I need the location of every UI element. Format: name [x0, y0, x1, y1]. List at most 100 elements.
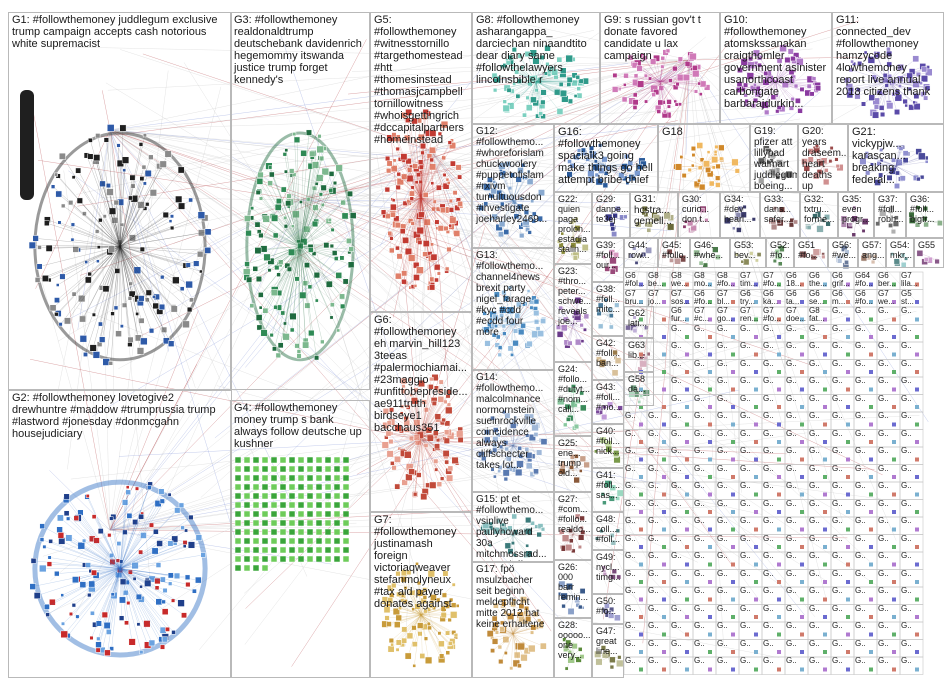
node: [892, 388, 896, 392]
node: [639, 493, 643, 497]
group-label-g44: G44: row...: [628, 240, 655, 260]
node: [731, 668, 735, 672]
group-label-g54: G54: mkr...: [890, 240, 911, 260]
group-panel-g34: G34: #dev heari...: [720, 192, 760, 238]
node: [846, 563, 850, 567]
tiny-group-glyph: G..: [878, 325, 889, 333]
tiny-group-label: G6 try...: [740, 290, 755, 306]
tiny-group-label: G7 bl...: [717, 290, 730, 306]
node: [731, 475, 735, 479]
node: [777, 370, 781, 374]
group-panel-g27: G27: #com... #follo... realdo...: [554, 492, 592, 560]
tiny-group-label: G7 #fo...: [763, 307, 781, 323]
node: [708, 423, 712, 427]
node: [800, 580, 804, 584]
node: [869, 598, 873, 602]
group-label-g43: G43: #foll... #mo...: [596, 382, 621, 412]
tiny-group-glyph: G..: [740, 325, 751, 333]
group-label-g29: G29: danpe... te3ej: [596, 194, 627, 224]
group-label-g13: G13: #followthemo... channel4news brexit…: [476, 250, 551, 338]
group-panel-g8: G8: #followthemoney asharangappa_ darcie…: [472, 12, 600, 124]
node: [731, 580, 735, 584]
tiny-group-glyph: G..: [717, 325, 728, 333]
node: [754, 353, 758, 357]
group-panel-g24: G24: #follo... #dutyt... #nom... call...: [554, 362, 592, 436]
group-panel-g50: G50: #fo...: [592, 594, 624, 624]
tiny-group-label: G6 se...: [809, 290, 824, 306]
group-label-g3: G3: #followthemoney realdonaldtrump deut…: [234, 14, 367, 86]
group-panel-g48: G48: coll... #foll...: [592, 512, 624, 550]
node: [777, 633, 781, 637]
node: [800, 300, 804, 304]
node: [731, 388, 735, 392]
node: [708, 458, 712, 462]
node: [708, 633, 712, 637]
node: [892, 598, 896, 602]
node: [915, 405, 919, 409]
node: [846, 493, 850, 497]
node: [869, 423, 873, 427]
node: [639, 598, 643, 602]
group-label-g58: G58 da...: [628, 374, 651, 394]
tiny-group-label: G6 ka...: [763, 290, 778, 306]
node: [800, 423, 804, 427]
node: [685, 528, 689, 532]
tiny-group-glyph: G..: [901, 325, 912, 333]
node: [846, 510, 850, 514]
group-label-g24: G24: #follo... #dutyt... #nom... call...: [558, 364, 589, 414]
group-panel-g22: G22: quien paga prolon... estadia stalin…: [554, 192, 592, 264]
node: [800, 335, 804, 339]
node: [639, 440, 643, 444]
node: [800, 528, 804, 532]
group-panel-g40: G40: #foll... nick...: [592, 424, 624, 468]
node: [685, 388, 689, 392]
node: [846, 528, 850, 532]
node: [662, 475, 666, 479]
node: [754, 493, 758, 497]
node: [731, 510, 735, 514]
node: [731, 300, 735, 304]
node: [892, 335, 896, 339]
node: [685, 423, 689, 427]
tiny-group-glyph: G..: [832, 325, 843, 333]
node: [685, 440, 689, 444]
group-panel-g37: G37: #foll... robh...: [874, 192, 906, 238]
node: [892, 650, 896, 654]
node: [685, 493, 689, 497]
group-panel-g20: G20: years draseem... heart deaths up fi…: [798, 124, 848, 192]
node: [662, 370, 666, 374]
node: [639, 475, 643, 479]
node: [846, 388, 850, 392]
group-panel-g12: G12: #followthemo... #whoreforislam chuc…: [472, 124, 554, 248]
tiny-group-label: G6 m...: [832, 290, 845, 306]
node: [846, 300, 850, 304]
node: [685, 545, 689, 549]
group-label-g55: G55: [918, 240, 941, 250]
group-label-g25: G25: ene... trump old...: [558, 438, 589, 478]
node: [869, 440, 873, 444]
node: [915, 353, 919, 357]
node: [685, 563, 689, 567]
node: [892, 405, 896, 409]
node: [892, 440, 896, 444]
node: [823, 545, 827, 549]
node: [777, 388, 781, 392]
tiny-group-label: G5 st...: [901, 290, 914, 306]
node: [639, 563, 643, 567]
tiny-group-label: G8 fat...: [809, 307, 825, 323]
node: [823, 650, 827, 654]
tiny-group-label: G6 grif...: [832, 272, 850, 288]
node: [708, 370, 712, 374]
node: [915, 493, 919, 497]
node: [869, 318, 873, 322]
node: [754, 370, 758, 374]
node: [754, 510, 758, 514]
node: [639, 633, 643, 637]
group-panel-g52: G52: #fo...: [766, 238, 794, 268]
tiny-group-glyph: G..: [671, 342, 682, 350]
tiny-group-label: G6 ta...: [786, 290, 799, 306]
node: [754, 545, 758, 549]
node: [800, 388, 804, 392]
node: [685, 353, 689, 357]
tiny-group-glyph: G..: [671, 325, 682, 333]
